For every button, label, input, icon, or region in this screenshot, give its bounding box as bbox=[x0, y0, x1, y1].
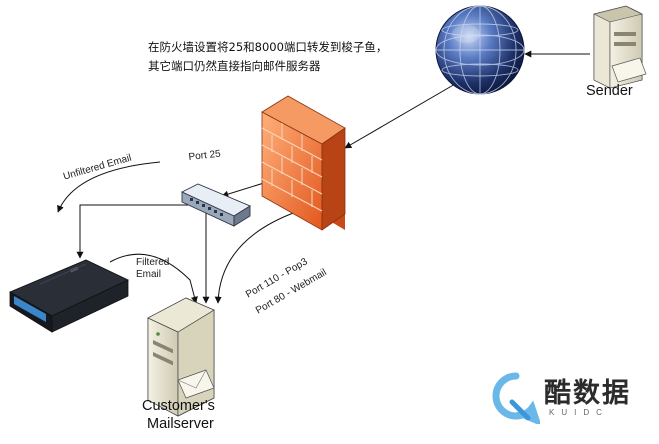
sender-label: Sender bbox=[586, 83, 633, 99]
brand-subtitle: KUIDC bbox=[549, 408, 609, 417]
filtered-email-label-line-1: Filtered bbox=[136, 257, 170, 268]
spam-filter-appliance-icon bbox=[9, 259, 129, 333]
firewall-icon bbox=[261, 95, 346, 231]
mailserver-label-line-2: Mailserver bbox=[147, 416, 214, 432]
arrow-firewall-to-mailserver-curve bbox=[214, 211, 297, 304]
brand-name: 酷数据 bbox=[544, 378, 631, 408]
annotation-line-1: 在防火墙设置将25和8000端口转发到梭子鱼， bbox=[148, 40, 388, 54]
globe-icon bbox=[435, 5, 525, 95]
sender-computer-icon bbox=[593, 5, 647, 89]
mail-server-icon bbox=[147, 297, 215, 417]
arrow-internet-to-firewall bbox=[344, 79, 463, 149]
arrow-switch-to-filter bbox=[76, 204, 190, 259]
brand-logo-icon bbox=[492, 372, 540, 424]
network-switch-icon bbox=[180, 183, 251, 227]
brand-watermark: 酷数据 KUIDC bbox=[492, 370, 652, 430]
annotation-line-2: 其它端口仍然直接指向邮件服务器 bbox=[148, 59, 321, 73]
arrow-filtered-email-curve bbox=[109, 253, 198, 304]
filtered-email-label-line-2: Email bbox=[136, 269, 162, 280]
arrow-unfiltered-email-curve bbox=[57, 161, 161, 213]
mailserver-label-line-1: Customer's bbox=[142, 398, 215, 414]
